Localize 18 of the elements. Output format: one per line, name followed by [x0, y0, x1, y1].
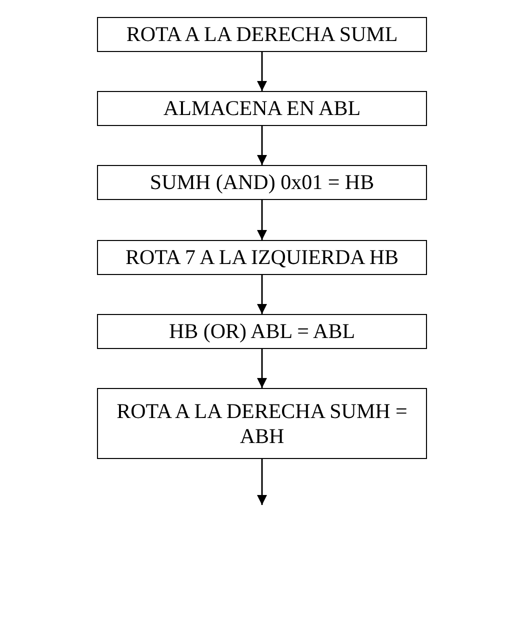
- process-box: [97, 388, 427, 459]
- process-box: [97, 91, 427, 126]
- arrow: [257, 126, 267, 165]
- step-text: ROTA A LA DERECHA SUML: [126, 22, 398, 46]
- arrow: [257, 349, 267, 388]
- step-text: ROTA A LA DERECHA SUMH = ABH: [116, 398, 408, 448]
- process-box: [97, 314, 427, 349]
- step-text: HB (OR) ABL = ABL: [168, 319, 356, 343]
- step-text: ROTA 7 A LA IZQUIERDA HB: [125, 245, 399, 269]
- arrow: [257, 459, 267, 505]
- process-box: [97, 17, 427, 52]
- step-text: SUMH (AND) 0x01 = HB: [150, 170, 374, 194]
- arrow: [257, 52, 267, 91]
- step-text: ALMACENA EN ABL: [163, 96, 361, 120]
- arrow: [257, 275, 267, 314]
- process-box: [97, 165, 427, 200]
- process-box: [97, 240, 427, 275]
- arrow: [257, 200, 267, 240]
